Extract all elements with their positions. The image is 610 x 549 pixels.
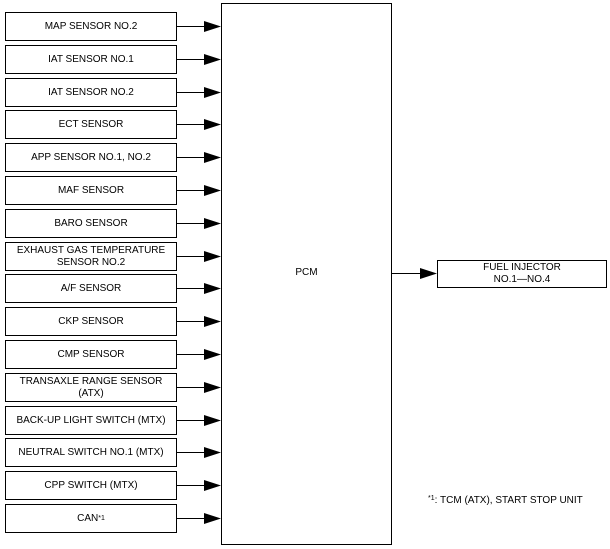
input-label: BACK-UP LIGHT SWITCH (MTX) [5,406,177,435]
footnote-mark: *1 [428,495,435,502]
input-arrow-head [204,513,221,524]
input-label: TRANSAXLE RANGE SENSOR (ATX) [5,373,177,402]
input-arrow-head [204,415,221,426]
input-arrow-head [204,480,221,491]
input-label: IAT SENSOR NO.1 [5,45,177,74]
input-label: CKP SENSOR [5,307,177,336]
input-label-text: TRANSAXLE RANGE SENSOR (ATX) [19,375,163,399]
input-label-text: NEUTRAL SWITCH NO.1 (MTX) [18,446,164,458]
input-box [5,78,177,107]
input-arrow-head [204,185,221,196]
input-label-text: IAT SENSOR NO.1 [48,53,134,65]
input-box [5,45,177,74]
input-arrow-head [204,119,221,130]
input-box [5,373,177,402]
input-label: IAT SENSOR NO.2 [5,78,177,107]
input-arrow-head [204,87,221,98]
input-arrow-head [204,21,221,32]
pcm-label: PCM [295,267,318,278]
input-label: CMP SENSOR [5,340,177,369]
input-box [5,438,177,467]
input-arrow-head [204,218,221,229]
fuel-injector-box [437,260,607,288]
input-label: A/F SENSOR [5,274,177,303]
input-arrow-head [204,251,221,262]
input-arrow-head [204,152,221,163]
input-label-text: CKP SENSOR [58,315,124,327]
input-label-text: MAP SENSOR NO.2 [44,20,138,32]
input-label: CPP SWITCH (MTX) [5,471,177,500]
input-box [5,307,177,336]
input-label-text: IAT SENSOR NO.2 [48,86,134,98]
input-arrow-head [204,54,221,65]
input-arrow-head [204,283,221,294]
input-label: MAP SENSOR NO.2 [5,12,177,41]
input-label-text: CAN [77,512,99,524]
input-box [5,340,177,369]
fuel-injector-label: FUEL INJECTOR NO.1—NO.4 [483,262,561,285]
input-label: MAF SENSOR [5,176,177,205]
input-label-text: MAF SENSOR [57,184,125,196]
input-label-text: CMP SENSOR [57,348,125,360]
input-label-text: ECT SENSOR [58,118,124,130]
input-box [5,143,177,172]
input-label-text: EXHAUST GAS TEMPERATURE SENSOR NO.2 [16,244,166,268]
input-box [5,242,177,271]
input-label: EXHAUST GAS TEMPERATURE SENSOR NO.2 [5,242,177,271]
input-label-text: BACK-UP LIGHT SWITCH (MTX) [16,414,166,426]
input-label-text: APP SENSOR NO.1, NO.2 [31,151,151,163]
input-box [5,110,177,139]
input-group [5,12,221,533]
input-box [5,406,177,435]
input-box [5,504,177,533]
input-label: BARO SENSOR [5,209,177,238]
input-arrow-head [204,382,221,393]
input-label-text: A/F SENSOR [60,282,122,294]
footnote: *1: TCM (ATX), START STOP UNIT [428,495,583,507]
input-label: ECT SENSOR [5,110,177,139]
input-arrow-head [204,349,221,360]
input-arrow-head [204,316,221,327]
input-arrow-head [204,447,221,458]
input-label: APP SENSOR NO.1, NO.2 [5,143,177,172]
footnote-text: : TCM (ATX), START STOP UNIT [434,495,583,506]
output-arrow-head [420,268,437,279]
pcm-box [221,3,392,545]
input-label-text: CPP SWITCH (MTX) [44,479,138,491]
input-label: NEUTRAL SWITCH NO.1 (MTX) [5,438,177,467]
input-label: CAN*1 [77,512,105,524]
input-label-text: BARO SENSOR [54,217,128,229]
input-box [5,12,177,41]
